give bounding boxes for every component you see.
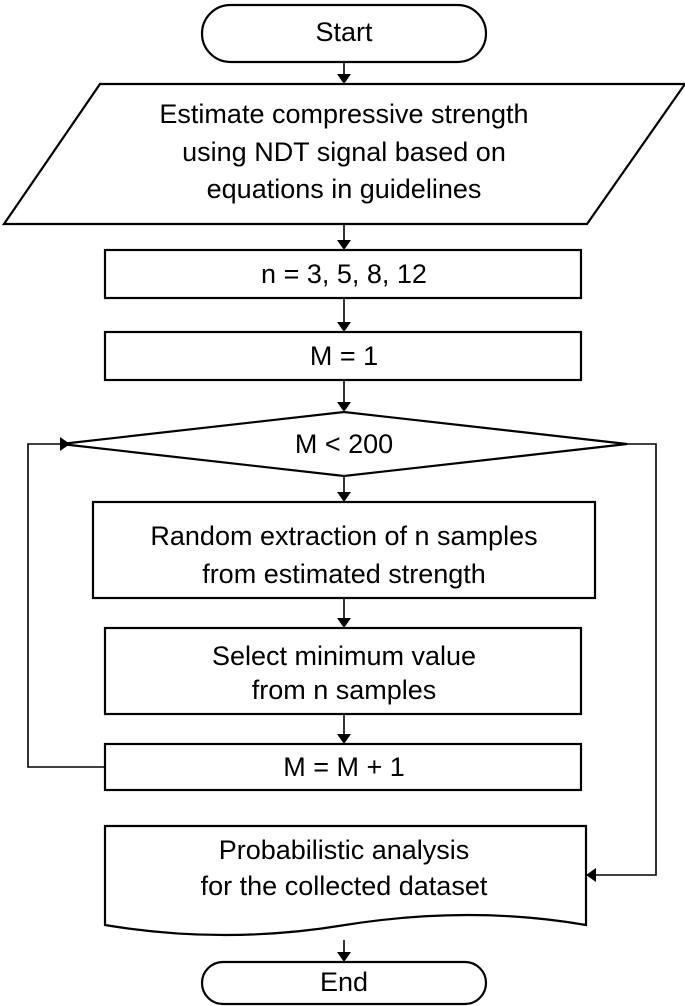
estimate-line-2: using NDT signal based on [182, 137, 506, 167]
connectors [27, 62, 657, 962]
analysis-line-1: Probabilistic analysis [219, 835, 470, 865]
extract-line-1: Random extraction of n samples [150, 521, 537, 551]
increment-label: M = M + 1 [283, 752, 405, 782]
condition-decision [60, 410, 628, 478]
n-values-label: n = 3, 5, 8, 12 [261, 259, 427, 289]
estimate-io-box [1, 82, 685, 226]
n-values-box [103, 248, 583, 300]
start-terminator [200, 3, 488, 64]
extract-line-2: from estimated strength [202, 559, 486, 589]
select-min-line-2: from n samples [252, 675, 437, 705]
increment-box [103, 742, 583, 792]
end-terminator [200, 960, 488, 1006]
init-m-box [103, 330, 583, 382]
end-label: End [320, 967, 368, 997]
start-label: Start [315, 17, 373, 47]
select-min-line-1: Select minimum value [212, 641, 476, 671]
init-m-label: M = 1 [310, 341, 378, 371]
analysis-line-2: for the collected dataset [201, 871, 488, 901]
estimate-line-1: Estimate compressive strength [159, 99, 528, 129]
connector-loop-back [27, 443, 105, 768]
analysis-document [103, 824, 588, 937]
select-min-box [103, 626, 583, 716]
estimate-line-3: equations in guidelines [207, 174, 482, 204]
connector-exit-analysis [596, 443, 657, 876]
condition-label: M < 200 [295, 429, 393, 459]
extract-box [91, 500, 597, 600]
